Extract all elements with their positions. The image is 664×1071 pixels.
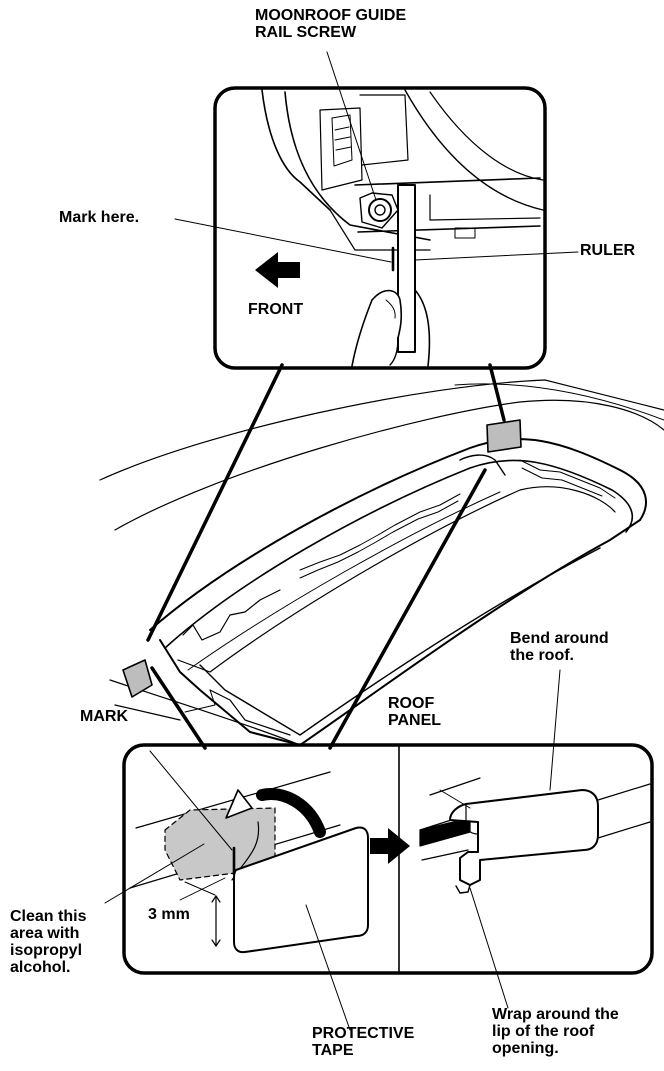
- label-mark: MARK: [80, 708, 128, 725]
- label-bend-around: Bend around the roof.: [510, 630, 609, 664]
- connector-lines: [146, 363, 506, 750]
- inset-top-linework: [261, 89, 544, 251]
- inset-bottom-left: [129, 771, 369, 954]
- label-clean-area: Clean this area with isopropyl alcohol.: [10, 908, 87, 976]
- double-arrow-vertical-icon: [179, 877, 226, 947]
- hand: [351, 289, 431, 367]
- label-wrap-around: Wrap around the lip of the roof opening.: [492, 1006, 619, 1057]
- curved-arrow-icon: [225, 789, 253, 819]
- label-dimension: 3 mm: [148, 906, 190, 923]
- inset-bottom-right: [419, 777, 651, 894]
- label-ruler: RULER: [580, 242, 636, 259]
- leader-lines-bottom: [104, 669, 561, 1031]
- arrow-left-icon: [255, 252, 300, 288]
- tape-piece-rear: [486, 419, 522, 453]
- label-protective-tape: PROTECTIVE TAPE: [312, 1025, 415, 1059]
- label-front: FRONT: [248, 301, 304, 318]
- roof-panel-drawing: [99, 379, 664, 746]
- arrow-right-icon: [370, 828, 410, 864]
- detail-inset-top: [213, 86, 547, 370]
- ruler: [391, 184, 416, 353]
- label-mark-here: Mark here.: [59, 209, 140, 226]
- tape-piece-front: [122, 659, 153, 698]
- label-roof-panel: ROOF PANEL: [388, 695, 442, 729]
- leader-lines-top: [174, 51, 579, 263]
- detail-inset-bottom: [122, 743, 654, 975]
- label-guide-rail-screw: MOONROOF GUIDE RAIL SCREW: [255, 7, 407, 41]
- guide-rail-screw: [368, 198, 392, 222]
